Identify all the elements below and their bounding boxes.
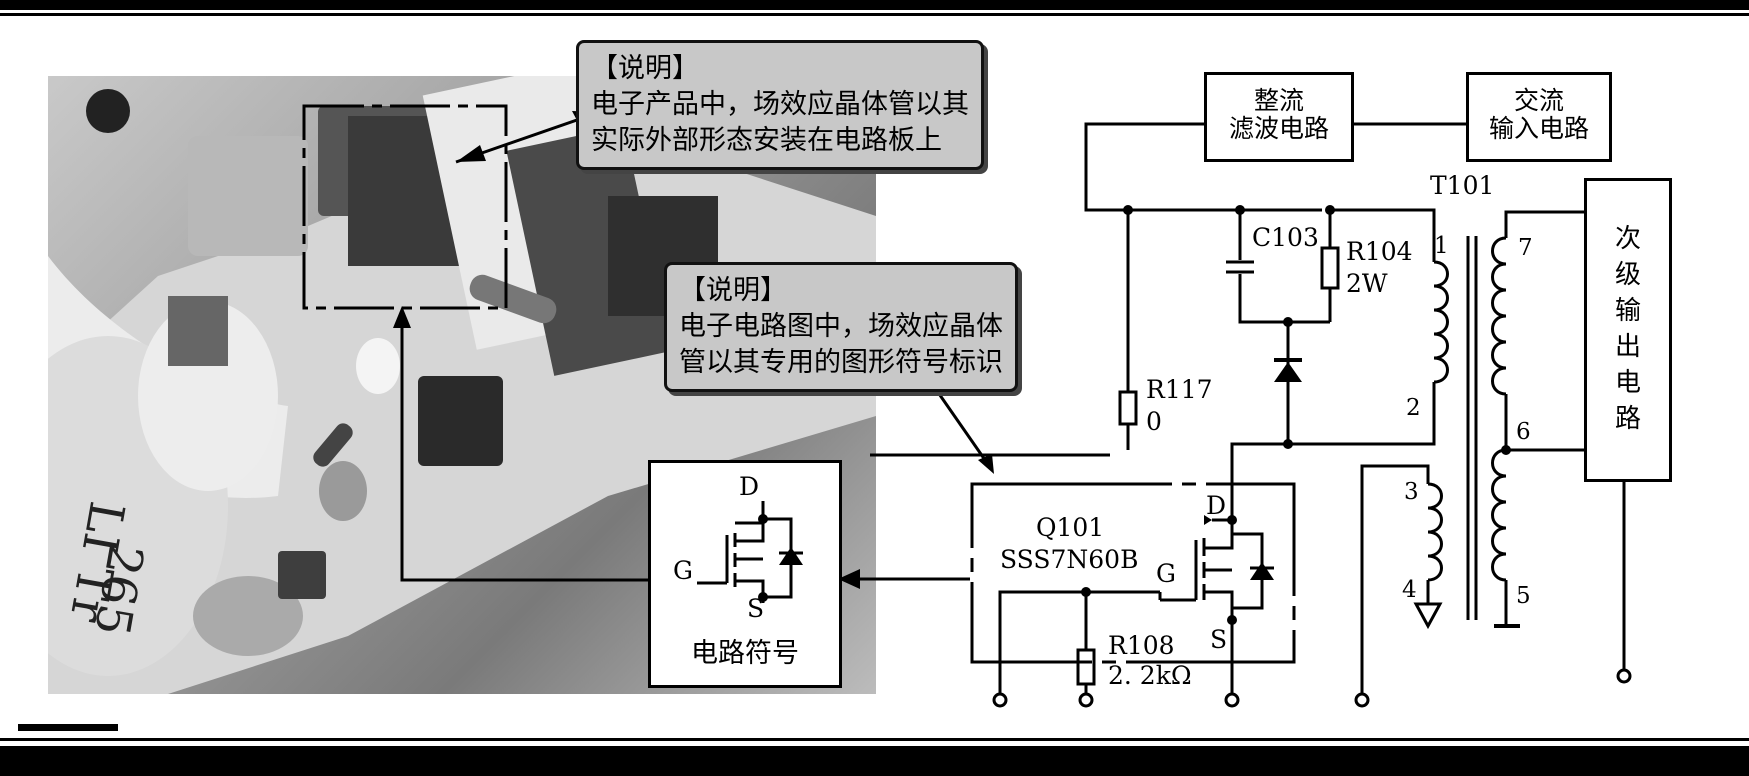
circuit-symbol-arrowhead <box>838 569 860 589</box>
terminal-3 <box>1224 692 1240 708</box>
top-border-thin <box>0 13 1749 16</box>
symbol-to-photo-arrow <box>400 312 648 582</box>
q101-source-int <box>1204 590 1234 620</box>
r117-body <box>1118 390 1138 426</box>
q101-diode-triangle <box>1250 562 1274 580</box>
q101-arrow <box>1204 515 1212 525</box>
c103-label: C103 <box>1252 223 1319 252</box>
photo-note-heading: 【说明】 <box>591 53 699 84</box>
terminal-4 <box>1354 692 1370 708</box>
ac-input-block: 交流 输入电路 <box>1466 72 1612 162</box>
secondary-winding-bottom <box>1491 448 1507 582</box>
q101-d-label: D <box>1206 491 1227 520</box>
wire-top-bus <box>1084 122 1322 212</box>
terminal-1 <box>992 692 1008 708</box>
secondary-winding-top <box>1491 236 1507 396</box>
photo-note-line2: 实际外部形态安装在电路板上 <box>591 125 942 156</box>
pin-3: 3 <box>1404 479 1419 505</box>
r117-label: R117 <box>1146 375 1213 404</box>
bottom-border-thin <box>0 738 1749 741</box>
node-2 <box>1235 205 1245 215</box>
top-border-thick <box>0 0 1749 10</box>
pin5-bar <box>1494 624 1520 628</box>
photo-arrowhead-tip <box>456 145 486 162</box>
pin-4: 4 <box>1402 577 1417 603</box>
q101-part: SSS7N60B <box>1000 545 1139 574</box>
circuit-note-arrowhead <box>978 454 994 474</box>
diode-bar <box>1274 358 1302 362</box>
symbol-caption: 电路符号 <box>691 638 799 669</box>
q101-drain-int <box>1204 522 1234 550</box>
node-5 <box>1283 439 1293 449</box>
node-9 <box>1501 445 1511 455</box>
r108-value: 2. 2kΩ <box>1108 661 1192 690</box>
r104-value: 2W <box>1346 269 1388 298</box>
pin-1: 1 <box>1434 233 1449 259</box>
node-1 <box>1123 205 1133 215</box>
diode-triangle <box>1274 362 1302 382</box>
pin-6: 6 <box>1516 419 1531 445</box>
r104-label: R104 <box>1346 237 1413 266</box>
photo-note: 【说明】 电子产品中，场效应晶体管以其 实际外部形态安装在电路板上 <box>576 40 984 170</box>
symbol-photo-arrowhead <box>393 306 411 328</box>
wire-pin2-to-drain <box>1230 382 1436 472</box>
q101-dashed-box <box>970 482 1296 664</box>
secondary-output-block: 次级输出电路 <box>1584 178 1672 482</box>
q101-s-label: S <box>1210 625 1228 654</box>
mosfet-symbol-box: D G S 电路符号 <box>648 460 842 688</box>
photo-note-line1: 电子产品中，场效应晶体管以其 <box>591 89 969 120</box>
wire-to-pin1 <box>1330 208 1436 262</box>
circuit-note-heading: 【说明】 <box>679 275 787 306</box>
aux-winding <box>1427 482 1443 582</box>
symbol-g-label: G <box>673 556 693 585</box>
node-8 <box>1081 587 1091 597</box>
pin-5: 5 <box>1516 583 1531 609</box>
ac-input-line2: 输入电路 <box>1488 114 1589 143</box>
pin-2: 2 <box>1406 395 1421 421</box>
symbol-s-label: S <box>747 594 765 623</box>
node-6 <box>1227 515 1237 525</box>
wire-gate-bus <box>998 590 1088 694</box>
r108-label: R108 <box>1108 631 1175 660</box>
ac-input-line1: 交流 <box>1513 86 1564 115</box>
circuit-note: 【说明】 电子电路图中，场效应晶体 管以其专用的图形符号标识 <box>664 262 1018 392</box>
mosfet-highlight-box <box>302 104 508 310</box>
node-3 <box>1325 205 1335 215</box>
node-4 <box>1283 317 1293 327</box>
r104-body <box>1320 246 1340 290</box>
bottom-border-thick <box>0 746 1749 776</box>
ground-symbol <box>1413 602 1443 630</box>
secondary-output-label: 次级输出电路 <box>1614 224 1641 434</box>
rectifier-line2: 滤波电路 <box>1228 114 1329 143</box>
q101-name: Q101 <box>1036 513 1105 542</box>
t101-label: T101 <box>1430 171 1495 200</box>
q101-g-label: G <box>1156 559 1176 588</box>
primary-winding <box>1433 260 1449 384</box>
wire-aux <box>1360 464 1430 694</box>
wire-pin7 <box>1504 210 1590 238</box>
symbol-d-label: D <box>739 472 760 501</box>
mosfet-symbol <box>697 501 803 603</box>
terminal-2 <box>1078 692 1094 708</box>
pin-7: 7 <box>1518 235 1533 261</box>
circuit-note-line1: 电子电路图中，场效应晶体 <box>679 311 1003 342</box>
node-7 <box>1227 615 1237 625</box>
rectifier-line1: 整流 <box>1253 86 1304 115</box>
r108-body <box>1076 648 1096 686</box>
circuit-note-line2: 管以其专用的图形符号标识 <box>679 347 1003 378</box>
terminal-5 <box>1616 668 1632 684</box>
wire-c103-bottom <box>1238 274 1330 324</box>
r117-value: 0 <box>1146 407 1162 436</box>
bottom-left-mark <box>18 724 118 731</box>
rectifier-filter-block: 整流 滤波电路 <box>1204 72 1354 162</box>
